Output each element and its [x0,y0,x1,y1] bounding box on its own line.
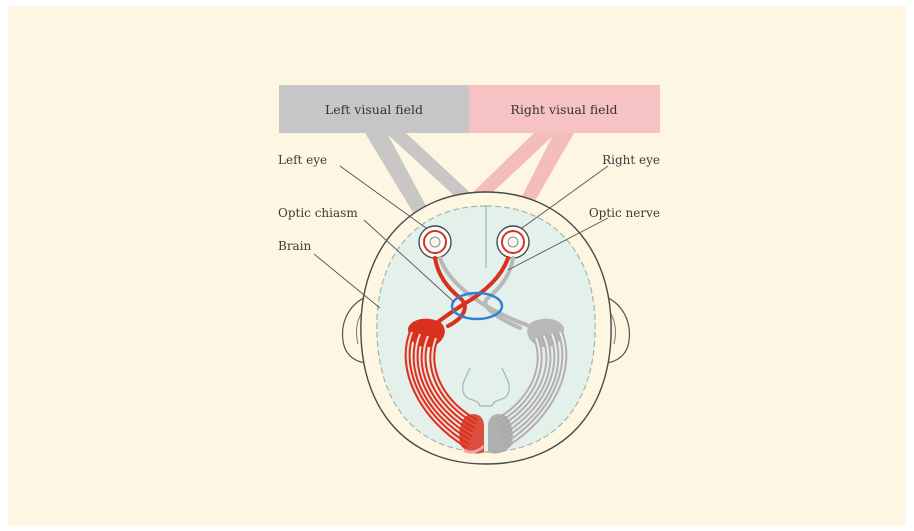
head [343,192,630,464]
brain-label: Brain [278,239,312,253]
right-visual-field-label: Right visual field [510,102,617,117]
optic-chiasm-label: Optic chiasm [278,206,358,220]
left-eye [419,226,451,258]
right-eye [497,226,529,258]
right-eye-label: Right eye [602,153,660,167]
optic-nerve-label: Optic nerve [589,206,660,220]
left-eye-label: Left eye [278,153,327,167]
diagram-canvas: Left visual field Right visual field [8,6,906,526]
left-visual-field-label: Left visual field [325,102,423,117]
visual-pathway-diagram: Left visual field Right visual field [8,6,906,526]
